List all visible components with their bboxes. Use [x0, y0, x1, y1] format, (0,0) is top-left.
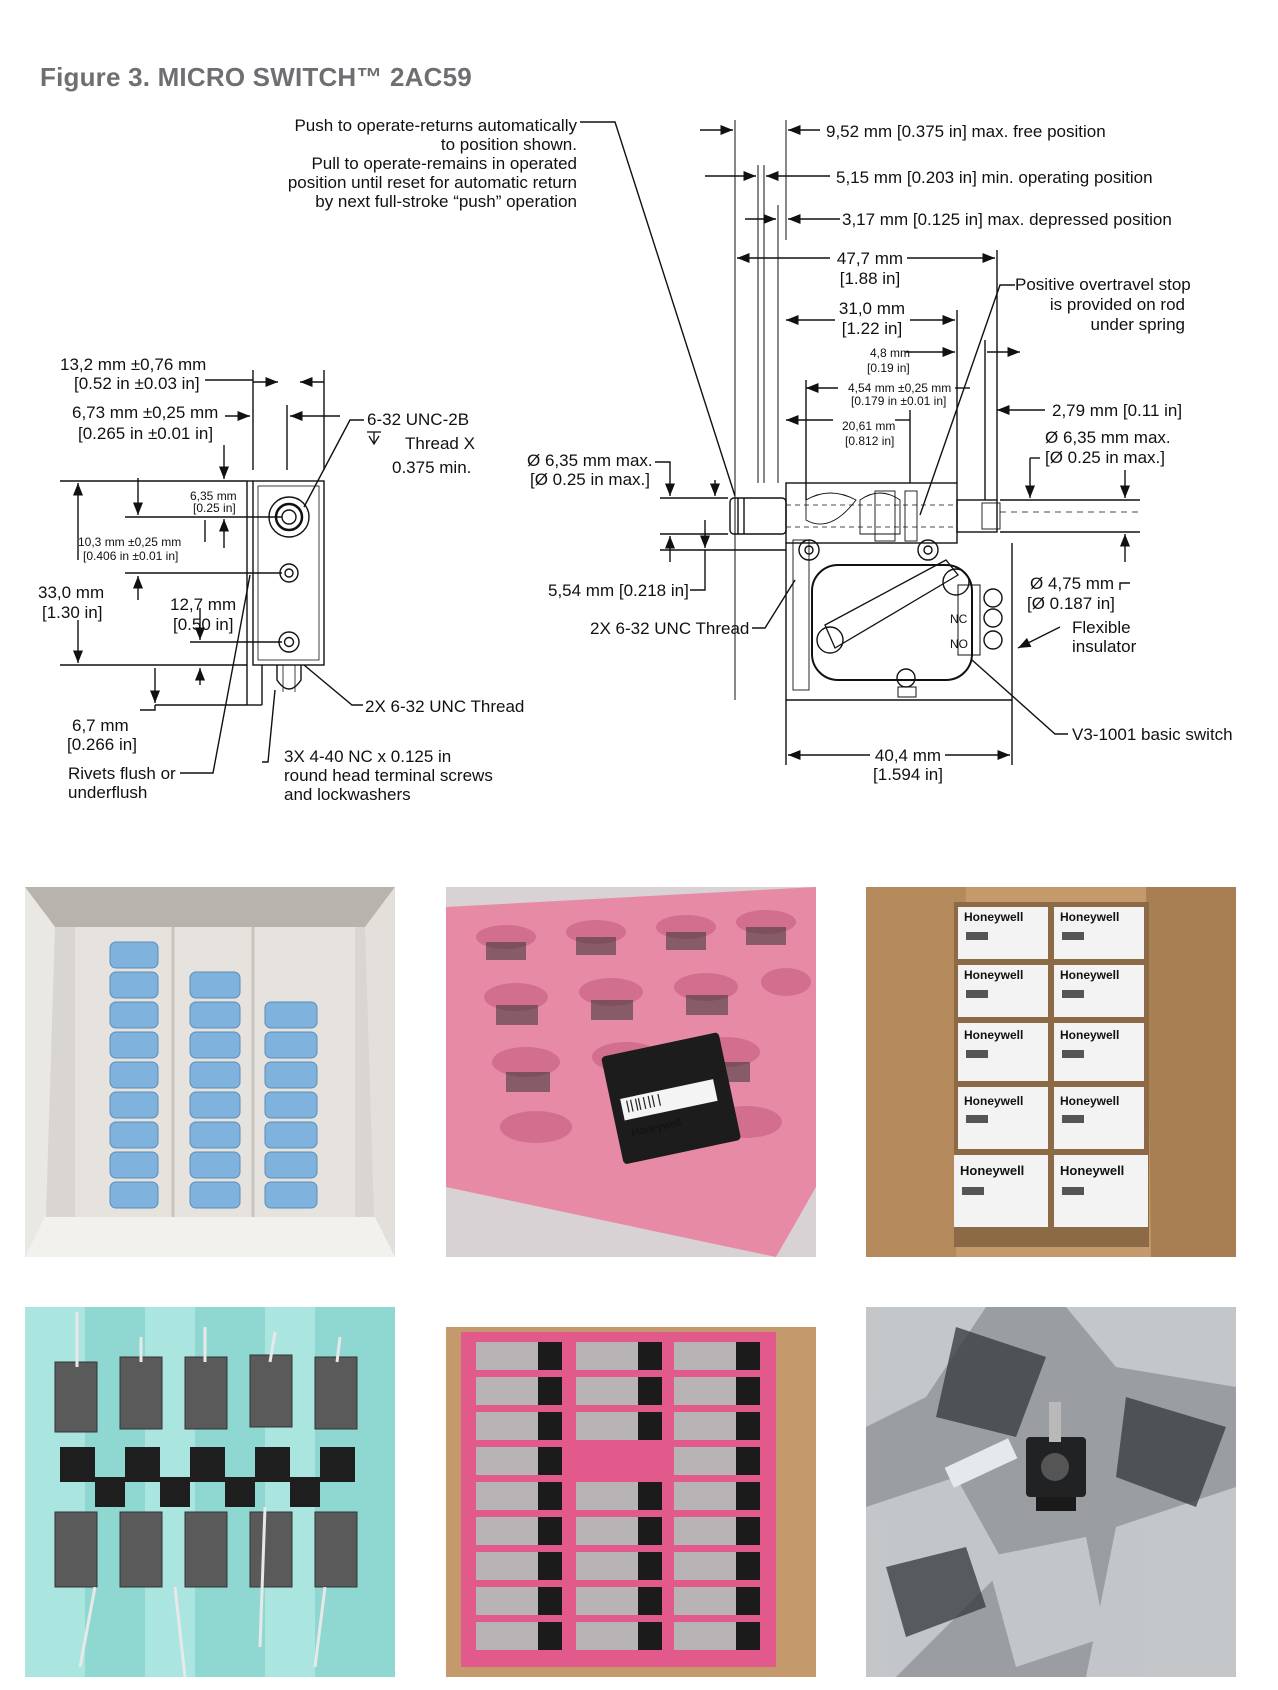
dim-20-61-in: [0.812 in] [845, 434, 894, 448]
note-insulator-2: insulator [1072, 637, 1137, 656]
note-screws-1: 3X 4-40 NC x 0.125 in [284, 747, 451, 766]
photo-pink-foam-switch: Honeywell [446, 887, 816, 1257]
note-rivets-1: Rivets flush or [68, 764, 176, 783]
dim-6-7: 6,7 mm [72, 716, 129, 735]
dim-10-3-in: [0.406 in ±0.01 in] [83, 549, 178, 563]
dim-6-73-in: [0.265 in ±0.01 in] [78, 424, 213, 443]
dim-13-2-in: [0.52 in ±0.03 in] [74, 374, 200, 393]
label-no: NO [950, 637, 968, 651]
dim-47-7-in: [1.88 in] [840, 269, 901, 288]
dim-33-0-in: [1.30 in] [42, 603, 103, 622]
photo-pressure-sensors-foam [446, 1307, 816, 1677]
dim-dia-right-in: [Ø 0.25 in max.] [1045, 448, 1165, 467]
note-insulator-1: Flexible [1072, 618, 1131, 637]
label-nc: NC [950, 612, 968, 626]
dim-dia-right: Ø 6,35 mm max. [1045, 428, 1171, 447]
note-push-5: by next full-stroke “push” operation [315, 192, 577, 211]
dim-dia-left: Ø 6,35 mm max. [527, 451, 653, 470]
dim-5-54: 5,54 mm [0.218 in] [548, 581, 689, 600]
note-rivets-2: underflush [68, 783, 147, 802]
dim-dia-left-in: [Ø 0.25 in max.] [530, 470, 650, 489]
note-stop-2: is provided on rod [1050, 295, 1185, 314]
dim-2-79: 2,79 mm [0.11 in] [1052, 401, 1182, 420]
dim-4-8-in: [0.19 in] [867, 361, 910, 375]
note-screws-3: and lockwashers [284, 785, 411, 804]
dim-9-52: 9,52 mm [0.375 in] max. free position [826, 122, 1106, 141]
dim-31-0: 31,0 mm [839, 299, 905, 318]
dim-4-8: 4,8 mm [870, 346, 910, 360]
dim-5-15: 5,15 mm [0.203 in] min. operating positi… [836, 168, 1153, 187]
depth-symbol [367, 431, 381, 446]
note-stop-1: Positive overtravel stop [1015, 275, 1191, 294]
photo-blue-switches-box [25, 887, 395, 1257]
box-brand-10: Honeywell [1060, 1163, 1124, 1178]
box-brand-2: Honeywell [1060, 910, 1119, 924]
plunger-right [956, 499, 998, 533]
dim-dia-4-75: Ø 4,75 mm [1030, 574, 1114, 593]
note-push-3: Pull to operate-remains in operated [311, 154, 577, 173]
note-push-2: to position shown. [441, 135, 577, 154]
toggle-switch [1026, 1402, 1086, 1511]
note-thread-side: 2X 6-32 UNC Thread [365, 697, 524, 716]
technical-drawing: Push to operate-returns automatically to… [38, 116, 1233, 804]
photo-toggle-switch-bags [866, 1307, 1236, 1677]
dim-33-0: 33,0 mm [38, 583, 104, 602]
box-brand-1: Honeywell [964, 910, 1023, 924]
dim-40-4-in: [1.594 in] [873, 765, 943, 784]
photo-honeywell-boxes: Honeywell Honeywell Honeywell Honeywell … [866, 887, 1236, 1257]
dim-4-54: 4,54 mm ±0,25 mm [848, 381, 951, 395]
box-brand-9: Honeywell [960, 1163, 1024, 1178]
dim-6-7-in: [0.266 in] [67, 735, 137, 754]
dim-31-0-in: [1.22 in] [842, 319, 903, 338]
note-thread-2b-1: 6-32 UNC-2B [367, 410, 469, 429]
note-stop-3: under spring [1090, 315, 1185, 334]
dim-47-7: 47,7 mm [837, 249, 903, 268]
box-brand-8: Honeywell [1060, 1094, 1119, 1108]
note-basic-switch: V3-1001 basic switch [1072, 725, 1233, 744]
dim-12-7-in: [0.50 in] [173, 615, 234, 634]
basic-switch [811, 564, 973, 681]
dim-13-2: 13,2 mm ±0,76 mm [60, 355, 206, 374]
box-brand-3: Honeywell [964, 968, 1023, 982]
black-switch: Honeywell [601, 1032, 741, 1164]
box-brand-7: Honeywell [964, 1094, 1023, 1108]
dim-6-73: 6,73 mm ±0,25 mm [72, 403, 218, 422]
dim-6-35-small: 6,35 mm [190, 489, 237, 503]
box-brand-5: Honeywell [964, 1028, 1023, 1042]
note-thread-2b-3: 0.375 min. [392, 458, 471, 477]
note-thread-front: 2X 6-32 UNC Thread [590, 619, 749, 638]
photo-limit-switches-tray [25, 1307, 395, 1677]
figure-title: Figure 3. MICRO SWITCH™ 2AC59 [40, 62, 472, 92]
dim-20-61: 20,61 mm [842, 419, 895, 433]
dim-12-7: 12,7 mm [170, 595, 236, 614]
front-view [729, 482, 1140, 701]
note-thread-2b-2: Thread X [405, 434, 475, 453]
note-push-4: position until reset for automatic retur… [288, 173, 577, 192]
dim-40-4: 40,4 mm [875, 746, 941, 765]
dim-dia-4-75-in: [Ø 0.187 in] [1027, 594, 1115, 613]
note-screws-2: round head terminal screws [284, 766, 493, 785]
box-brand-6: Honeywell [1060, 1028, 1119, 1042]
dim-3-17: 3,17 mm [0.125 in] max. depressed positi… [842, 210, 1172, 229]
dim-10-3: 10,3 mm ±0,25 mm [78, 535, 181, 549]
note-push-1: Push to operate-returns automatically [294, 116, 577, 135]
dim-6-35-small-in: [0.25 in] [193, 501, 236, 515]
box-brand-4: Honeywell [1060, 968, 1119, 982]
dim-4-54-in: [0.179 in ±0.01 in] [851, 394, 946, 408]
